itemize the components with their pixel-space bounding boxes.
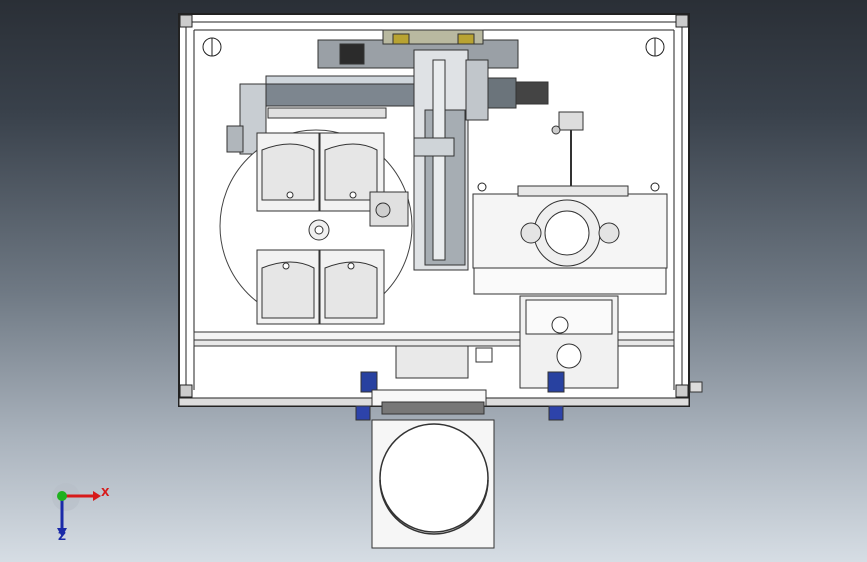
bottom-conveyor (355, 371, 565, 549)
mount-holes (202, 37, 665, 192)
frame-right-tab (689, 381, 703, 393)
vertical-axis (413, 49, 489, 271)
triad-z-label: Z (58, 530, 66, 543)
x-axis-arrow-icon (93, 491, 101, 501)
coordinate-triad (52, 483, 101, 537)
right-station (472, 111, 668, 389)
y-axis-icon (57, 491, 67, 501)
z-axis-arrow-icon (57, 528, 67, 537)
triad-x-label: X (101, 486, 110, 499)
fixtures (256, 132, 409, 325)
lower-left-box (395, 345, 493, 379)
